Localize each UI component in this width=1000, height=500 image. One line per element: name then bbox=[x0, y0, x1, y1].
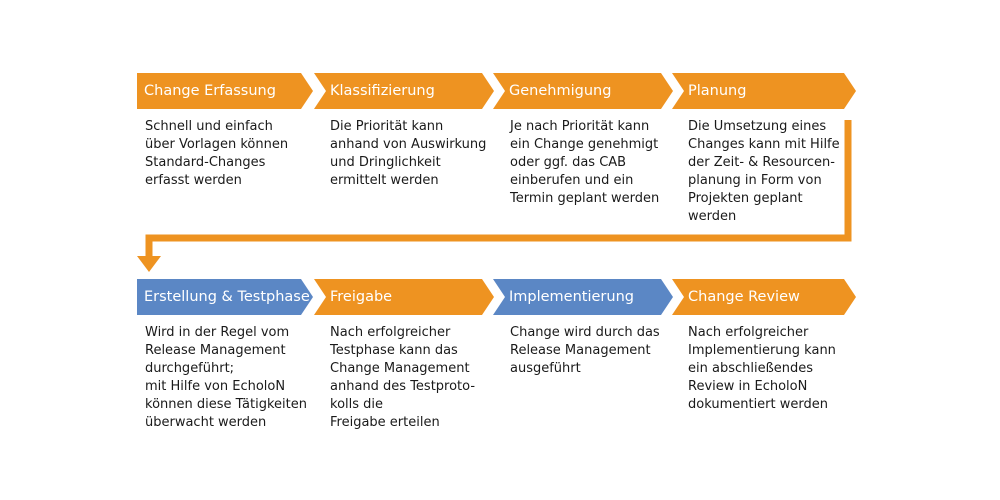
step-change-erfassung: Change Erfassung bbox=[137, 73, 313, 109]
step-implementierung: Implementierung bbox=[493, 279, 673, 315]
step-description: Nach erfolgreicher Implementierung kann … bbox=[688, 325, 836, 412]
step-label: Genehmigung bbox=[509, 83, 612, 99]
step-description: Die Umsetzung eines Changes kann mit Hil… bbox=[688, 119, 840, 224]
step-label: Change Erfassung bbox=[144, 83, 276, 99]
step-klassifizierung: Klassifizierung bbox=[314, 73, 494, 109]
step-label: Freigabe bbox=[330, 289, 393, 305]
step-label: Planung bbox=[688, 83, 747, 99]
step-description: Nach erfolgreicher Testphase kann das Ch… bbox=[330, 325, 476, 430]
connector-arrowhead bbox=[137, 256, 161, 272]
step-change-review: Change Review bbox=[672, 279, 856, 315]
step-description: Change wird durch das Release Management… bbox=[510, 325, 660, 376]
step-planung: Planung bbox=[672, 73, 856, 109]
step-label: Change Review bbox=[688, 289, 800, 305]
step-description: Schnell und einfach über Vorlagen können… bbox=[145, 119, 289, 188]
connector-line bbox=[145, 120, 852, 260]
step-description: Wird in der Regel vom Release Management… bbox=[145, 325, 307, 430]
step-freigabe: Freigabe bbox=[314, 279, 494, 315]
step-erstellung-testphase: Erstellung & Testphase bbox=[137, 279, 313, 315]
step-description: Die Priorität kann anhand von Auswirkung… bbox=[330, 119, 487, 188]
step-description: Je nach Priorität kann ein Change genehm… bbox=[510, 119, 660, 206]
step-label: Erstellung & Testphase bbox=[144, 289, 310, 305]
step-label: Implementierung bbox=[509, 289, 634, 305]
step-label: Klassifizierung bbox=[330, 83, 435, 99]
step-genehmigung: Genehmigung bbox=[493, 73, 673, 109]
